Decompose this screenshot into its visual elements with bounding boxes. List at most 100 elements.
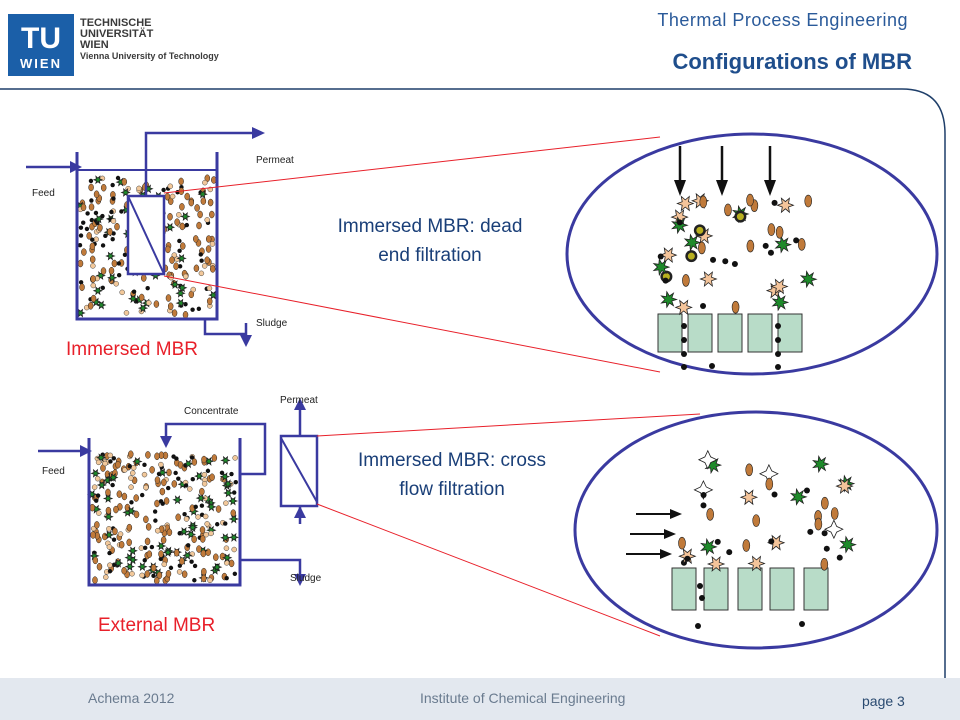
floc-particle [160, 536, 167, 544]
bacteria-particle [208, 290, 219, 300]
floc-particle [178, 177, 184, 186]
floc-particle [173, 549, 180, 557]
floc-particle [121, 566, 127, 575]
permeate-particle [709, 363, 715, 369]
floc-particle [150, 564, 157, 572]
solid-particle [94, 498, 99, 503]
slide-content: Feed Permeat Sludge Immersed MBR Immerse… [0, 88, 950, 678]
solid-particle [836, 554, 843, 561]
floc-particle [112, 527, 118, 536]
organic-particle [158, 461, 164, 468]
dead-end-caption-line1: Immersed MBR: dead [337, 216, 523, 237]
solid-particle [186, 543, 191, 548]
bacteria-particle [127, 555, 139, 565]
logo-line1: TECHNISCHE [80, 17, 152, 29]
bacteria-particle [108, 473, 119, 482]
logo-mark-wien: WIEN [20, 56, 62, 71]
flow-arrow-icon [674, 180, 686, 196]
floc-particle [746, 193, 754, 207]
external-mbr-label: External MBR [98, 615, 216, 636]
bacteria-particle [812, 455, 830, 474]
floc-particle [156, 571, 163, 580]
organic-particle [117, 531, 124, 537]
floc-particle [166, 528, 173, 537]
bacteria-particle [194, 471, 205, 481]
solid-particle [78, 233, 84, 238]
solid-particle [223, 521, 228, 526]
solid-particle [81, 220, 86, 225]
organic-particle [129, 571, 135, 577]
floc-particle [143, 515, 149, 524]
organic-particle [223, 545, 230, 551]
permeate-particle [697, 583, 703, 589]
zoom-line-bottom-1 [163, 275, 661, 373]
immersed-mbr-label: Immersed MBR [66, 339, 198, 360]
solid-particle [95, 493, 101, 498]
floc-particle [133, 494, 139, 502]
organic-particle [94, 475, 101, 482]
bacteria-particle [228, 532, 240, 542]
bacteria-particle [96, 300, 107, 310]
floc-particle [108, 266, 115, 275]
bacteria-particle [227, 496, 239, 506]
solid-particle [198, 252, 203, 257]
solid-particle [771, 491, 778, 498]
immersed-feed-label: Feed [32, 188, 55, 199]
solid-particle [127, 464, 132, 469]
solid-particle [190, 307, 195, 312]
membrane-block [747, 313, 773, 353]
organic-particle [190, 286, 196, 293]
organic-particle [231, 546, 237, 553]
solid-particle [229, 471, 234, 477]
solid-particle [160, 501, 165, 506]
floc-particle [820, 558, 829, 571]
bacteria-particle [162, 548, 174, 558]
floc-particle [92, 576, 98, 584]
solid-particle [767, 249, 774, 256]
permeate-particle [775, 323, 781, 329]
bacteria-particle [223, 488, 234, 498]
solid-particle [85, 211, 90, 216]
solid-particle [219, 470, 225, 475]
solid-particle [700, 502, 707, 509]
membrane-block [803, 567, 829, 611]
floc-particle [193, 264, 200, 273]
bacteria-particle [132, 456, 143, 466]
solid-particle [173, 470, 178, 476]
solid-particle [143, 545, 148, 551]
floc-particle [205, 548, 211, 556]
organic-particle [103, 574, 109, 580]
permeate-particle [681, 323, 687, 329]
floc-particle [111, 259, 118, 268]
organic-particle [223, 500, 229, 506]
solid-particle [109, 209, 114, 215]
solid-particle [88, 178, 94, 184]
solid-particle [84, 226, 90, 232]
organic-particle [91, 484, 98, 490]
organic-particle [202, 179, 208, 186]
permeate-particle [799, 621, 805, 627]
solid-particle [145, 285, 150, 291]
floc-particle [154, 476, 161, 484]
solid-particle [177, 264, 183, 269]
floc-particle [89, 503, 96, 512]
solid-particle [768, 538, 775, 545]
floc-particle [154, 499, 160, 508]
floc-particle [90, 275, 96, 283]
course-title: Thermal Process Engineering [657, 10, 908, 30]
organic-particle [201, 481, 208, 487]
solid-particle [122, 252, 128, 257]
organic-particle [154, 528, 161, 534]
floc-particle [201, 455, 207, 464]
solid-particle [108, 459, 113, 464]
organic-particle [95, 459, 102, 466]
membrane-block [769, 567, 795, 611]
floc-particle [200, 549, 207, 558]
solid-particle [110, 482, 115, 488]
bacteria-particle [113, 558, 124, 568]
mbr-diagram [0, 88, 946, 678]
solid-particle [657, 253, 664, 260]
solid-particle [190, 477, 195, 482]
bacteria-particle [103, 530, 115, 540]
bacteria-particle [206, 502, 217, 512]
